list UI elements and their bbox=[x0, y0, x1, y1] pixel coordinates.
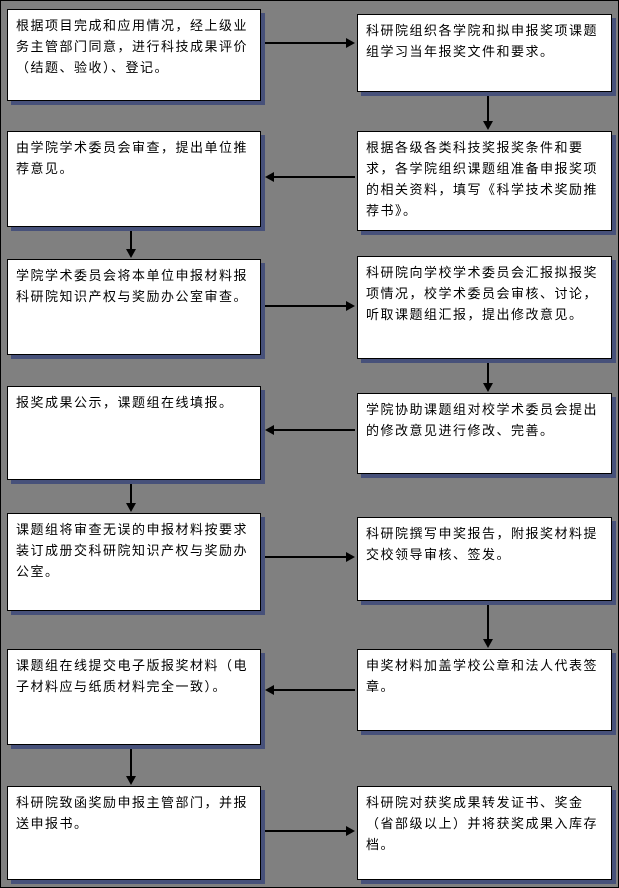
arrow-shaft bbox=[487, 363, 489, 383]
arrow-down-left-col-1-icon bbox=[126, 231, 136, 258]
arrowhead-down-icon bbox=[483, 383, 493, 392]
arrow-shaft bbox=[265, 42, 346, 44]
arrow-right-row3-icon bbox=[265, 301, 355, 311]
flow-step-left-1: 根据项目完成和应用情况，经上级业务主管部门同意，进行科技成果评价（结题、验收）、… bbox=[7, 9, 261, 101]
arrow-shaft bbox=[130, 749, 132, 776]
arrowhead-down-icon bbox=[483, 639, 493, 648]
arrow-down-left-col-2-icon bbox=[126, 484, 136, 512]
arrow-shaft bbox=[487, 96, 489, 121]
flow-step-left-1-text: 根据项目完成和应用情况，经上级业务主管部门同意，进行科技成果评价（结题、验收）、… bbox=[16, 19, 249, 76]
arrow-shaft bbox=[265, 305, 346, 307]
flow-step-left-3: 学院学术委员会将本单位申报材料报科研院知识产权与奖励办公室审查。 bbox=[7, 259, 261, 355]
flow-step-left-4: 报奖成果公示，课题组在线填报。 bbox=[7, 386, 261, 480]
arrowhead-left-icon bbox=[265, 685, 274, 695]
flow-step-right-4-text: 学院协助课题组对校学术委员会提出的修改意见进行修改、完善。 bbox=[366, 403, 599, 439]
arrowhead-right-icon bbox=[346, 826, 355, 836]
flow-step-right-6-text: 申奖材料加盖学校公章和法人代表签章。 bbox=[366, 659, 599, 695]
flow-step-left-7-text: 科研院致函奖励申报主管部门，并报送申报书。 bbox=[16, 796, 249, 832]
arrowhead-right-icon bbox=[346, 301, 355, 311]
arrow-shaft bbox=[274, 176, 355, 178]
flow-step-left-3-text: 学院学术委员会将本单位申报材料报科研院知识产权与奖励办公室审查。 bbox=[16, 269, 249, 305]
arrowhead-right-icon bbox=[346, 552, 355, 562]
arrow-left-row6-icon bbox=[265, 685, 355, 695]
arrowhead-down-icon bbox=[483, 121, 493, 130]
arrow-down-right-col-1-icon bbox=[483, 96, 493, 130]
arrow-shaft bbox=[274, 429, 355, 431]
arrow-shaft bbox=[274, 689, 355, 691]
arrow-right-row7-icon bbox=[265, 826, 355, 836]
flow-step-right-1: 科研院组织各学院和拟申报奖项课题组学习当年报奖文件和要求。 bbox=[357, 14, 612, 92]
arrowhead-down-icon bbox=[126, 249, 136, 258]
flow-step-left-7: 科研院致函奖励申报主管部门，并报送申报书。 bbox=[7, 786, 261, 880]
arrowhead-down-icon bbox=[126, 776, 136, 785]
flow-step-right-2: 根据各级各类科技奖报奖条件和要求，各学院组织课题组准备申报奖项的相关资料，填写《… bbox=[357, 131, 612, 231]
flow-step-left-6: 课题组在线提交电子版报奖材料（电子材料应与纸质材料完全一致）。 bbox=[7, 649, 261, 745]
flow-step-right-3-text: 科研院向学校学术委员会汇报拟报奖项情况，校学术委员会审核、讨论，听取课题组汇报，… bbox=[366, 266, 599, 323]
flow-step-left-5-text: 课题组将审查无误的申报材料按要求装订成册交科研院知识产权与奖励办公室。 bbox=[16, 523, 249, 580]
flow-step-left-4-text: 报奖成果公示，课题组在线填报。 bbox=[16, 396, 234, 411]
arrowhead-right-icon bbox=[346, 38, 355, 48]
arrowhead-down-icon bbox=[126, 503, 136, 512]
arrow-down-right-col-2-icon bbox=[483, 363, 493, 392]
flow-step-right-7-text: 科研院对获奖成果转发证书、奖金（省部级以上）并将获奖成果入库存档。 bbox=[366, 796, 599, 853]
arrow-down-left-col-3-icon bbox=[126, 749, 136, 785]
flow-step-right-7: 科研院对获奖成果转发证书、奖金（省部级以上）并将获奖成果入库存档。 bbox=[357, 786, 612, 880]
arrow-shaft bbox=[265, 830, 346, 832]
arrowhead-left-icon bbox=[265, 425, 274, 435]
flow-step-left-6-text: 课题组在线提交电子版报奖材料（电子材料应与纸质材料完全一致）。 bbox=[16, 659, 249, 695]
flow-step-right-5: 科研院撰写申奖报告，附报奖材料提交校领导审核、签发。 bbox=[357, 517, 612, 601]
arrow-shaft bbox=[265, 556, 346, 558]
arrow-shaft bbox=[130, 484, 132, 503]
arrowhead-left-icon bbox=[265, 172, 274, 182]
arrow-left-row2-icon bbox=[265, 172, 355, 182]
flow-step-right-5-text: 科研院撰写申奖报告，附报奖材料提交校领导审核、签发。 bbox=[366, 527, 599, 563]
arrow-shaft bbox=[487, 605, 489, 639]
flow-step-right-1-text: 科研院组织各学院和拟申报奖项课题组学习当年报奖文件和要求。 bbox=[366, 24, 599, 60]
arrow-right-row5-icon bbox=[265, 552, 355, 562]
flow-step-left-5: 课题组将审查无误的申报材料按要求装订成册交科研院知识产权与奖励办公室。 bbox=[7, 513, 261, 611]
flow-step-right-2-text: 根据各级各类科技奖报奖条件和要求，各学院组织课题组准备申报奖项的相关资料，填写《… bbox=[366, 141, 599, 219]
flow-step-left-2: 由学院学术委员会审查，提出单位推荐意见。 bbox=[7, 131, 261, 227]
flow-step-right-4: 学院协助课题组对校学术委员会提出的修改意见进行修改、完善。 bbox=[357, 393, 612, 474]
flow-step-left-2-text: 由学院学术委员会审查，提出单位推荐意见。 bbox=[16, 141, 249, 177]
arrow-shaft bbox=[130, 231, 132, 249]
arrow-right-row1-icon bbox=[265, 38, 355, 48]
flow-step-right-6: 申奖材料加盖学校公章和法人代表签章。 bbox=[357, 649, 612, 731]
arrow-down-right-col-3-icon bbox=[483, 605, 493, 648]
arrow-left-row4-icon bbox=[265, 425, 355, 435]
flow-step-right-3: 科研院向学校学术委员会汇报拟报奖项情况，校学术委员会审核、讨论，听取课题组汇报，… bbox=[357, 256, 612, 359]
